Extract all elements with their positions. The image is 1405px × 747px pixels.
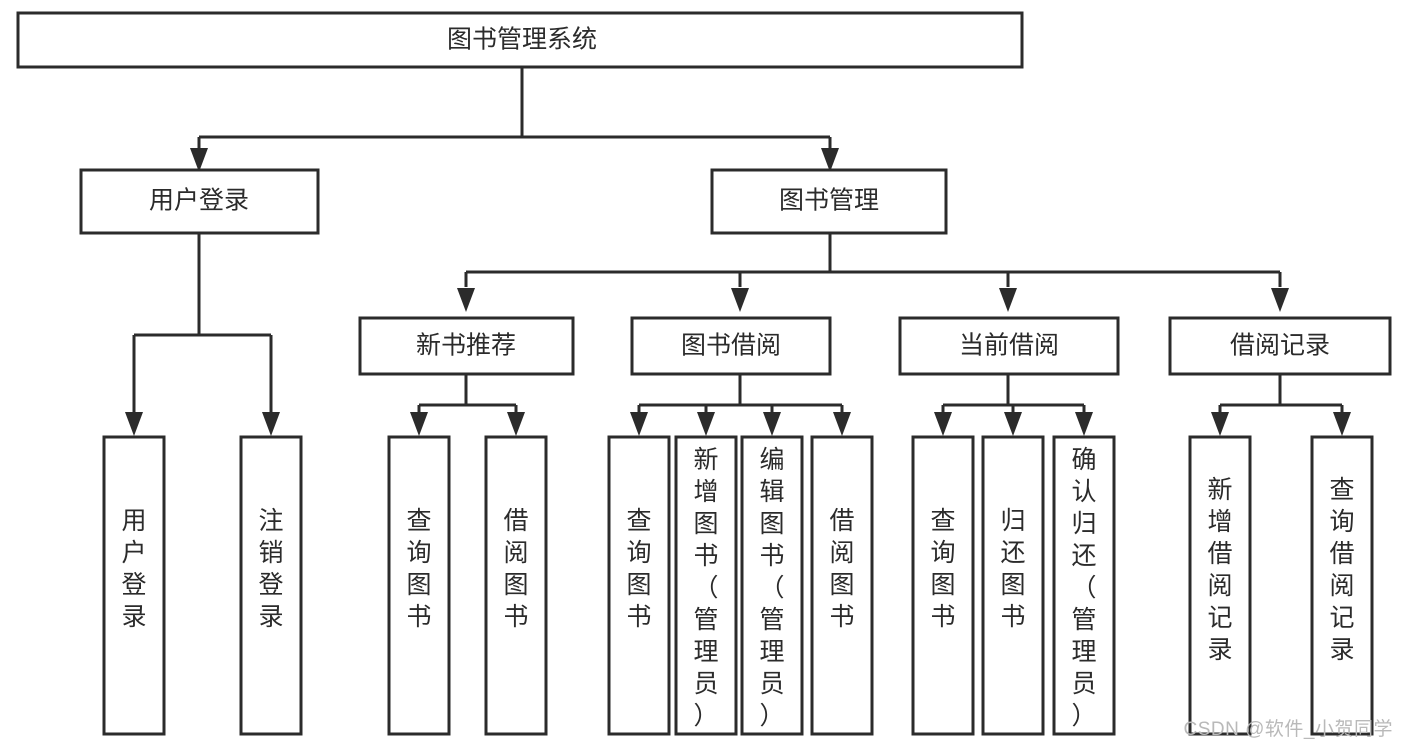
node-book-manage[interactable]: 图书管理	[710, 168, 948, 235]
node-l-query-borrow-record-box[interactable]	[1310, 435, 1374, 736]
connector-group-borrow-record	[1211, 374, 1351, 436]
arrow-to-borrow-book-2-icon	[833, 412, 851, 436]
node-l-add-book-admin-box[interactable]	[674, 435, 738, 736]
node-book-manage-label: 图书管理	[779, 187, 879, 215]
connector-group-book-borrow	[630, 374, 851, 436]
node-l-add-borrow-record-box[interactable]	[1188, 435, 1252, 736]
node-l-borrow-book-2-box[interactable]	[810, 435, 874, 736]
node-l-query-book-1-label: 查询图书	[406, 507, 431, 631]
node-l-query-book-3-box[interactable]	[911, 435, 975, 736]
node-l-query-book-3-label: 查询图书	[930, 507, 955, 631]
connector-group-new-book-rec	[410, 374, 525, 436]
arrow-to-edit-book-admin-icon	[763, 412, 781, 436]
node-l-user-login-label: 用户登录	[121, 507, 146, 631]
node-l-add-book-admin[interactable]: 新增图书（管理员）	[674, 435, 738, 736]
node-user-login-box[interactable]	[79, 168, 320, 235]
node-l-borrow-book-1[interactable]: 借阅图书	[484, 435, 548, 736]
node-l-query-book-2[interactable]: 查询图书	[607, 435, 671, 736]
node-book-borrow[interactable]: 图书借阅	[630, 316, 832, 376]
arrow-to-borrow-book-1-icon	[507, 412, 525, 436]
connector-group-book-manage	[457, 233, 1289, 312]
node-l-logout-login-label: 注销登录	[258, 507, 283, 631]
node-root-box[interactable]	[16, 11, 1024, 69]
arrow-to-confirm-return-admin-icon	[1075, 412, 1093, 436]
node-l-return-book-label: 归还图书	[1000, 507, 1025, 631]
node-l-query-borrow-record-label: 查询借阅记录	[1329, 476, 1354, 664]
node-borrow-record-label: 借阅记录	[1230, 332, 1330, 360]
arrow-root-to-book-manage-icon	[821, 148, 839, 172]
node-l-query-book-1-box[interactable]	[387, 435, 451, 736]
node-l-query-book-3[interactable]: 查询图书	[911, 435, 975, 736]
arrow-to-add-book-admin-icon	[697, 412, 715, 436]
node-l-borrow-book-1-label: 借阅图书	[503, 507, 528, 631]
arrow-to-query-book-3-icon	[934, 412, 952, 436]
arrow-to-return-book-icon	[1004, 412, 1022, 436]
arrow-to-new-book-rec-icon	[457, 288, 475, 312]
node-user-login[interactable]: 用户登录	[79, 168, 320, 235]
connector-group-root	[190, 67, 839, 172]
connector-group-current-borrow	[934, 374, 1093, 436]
node-l-add-borrow-record[interactable]: 新增借阅记录	[1188, 435, 1252, 736]
node-l-edit-book-admin-label: 编辑图书（管理员）	[759, 446, 784, 730]
node-book-borrow-box[interactable]	[630, 316, 832, 376]
node-l-logout-login[interactable]: 注销登录	[239, 435, 303, 736]
node-l-confirm-return-admin-box[interactable]	[1052, 435, 1116, 736]
node-l-return-book[interactable]: 归还图书	[981, 435, 1045, 736]
arrow-to-current-borrow-icon	[999, 288, 1017, 312]
node-root[interactable]: 图书管理系统	[16, 11, 1024, 69]
node-book-manage-box[interactable]	[710, 168, 948, 235]
arrow-to-book-borrow-icon	[731, 288, 749, 312]
arrow-to-add-borrow-record-icon	[1211, 412, 1229, 436]
node-l-query-borrow-record[interactable]: 查询借阅记录	[1310, 435, 1374, 736]
node-l-return-book-box[interactable]	[981, 435, 1045, 736]
node-l-query-book-1[interactable]: 查询图书	[387, 435, 451, 736]
arrow-to-query-book-2-icon	[630, 412, 648, 436]
arrow-to-borrow-record-icon	[1271, 288, 1289, 312]
arrow-to-user-login-leaf-icon	[125, 412, 143, 436]
arrow-root-to-user-login-icon	[190, 148, 208, 172]
arrow-to-query-borrow-record-icon	[1333, 412, 1351, 436]
node-l-edit-book-admin[interactable]: 编辑图书（管理员）	[740, 435, 804, 736]
node-new-book-rec[interactable]: 新书推荐	[358, 316, 575, 376]
node-current-borrow-label: 当前借阅	[959, 332, 1059, 360]
arrow-to-query-book-1-icon	[410, 412, 428, 436]
node-l-query-book-2-box[interactable]	[607, 435, 671, 736]
node-l-borrow-book-2[interactable]: 借阅图书	[810, 435, 874, 736]
node-user-login-label: 用户登录	[149, 187, 249, 215]
node-l-user-login[interactable]: 用户登录	[102, 435, 166, 736]
node-l-borrow-book-2-label: 借阅图书	[829, 507, 854, 631]
node-l-user-login-box[interactable]	[102, 435, 166, 736]
node-current-borrow[interactable]: 当前借阅	[898, 316, 1120, 376]
arrow-to-logout-login-leaf-icon	[262, 412, 280, 436]
node-l-add-book-admin-label: 新增图书（管理员）	[693, 446, 718, 730]
node-new-book-rec-box[interactable]	[358, 316, 575, 376]
node-l-logout-login-box[interactable]	[239, 435, 303, 736]
node-borrow-record[interactable]: 借阅记录	[1168, 316, 1392, 376]
node-current-borrow-box[interactable]	[898, 316, 1120, 376]
node-book-borrow-label: 图书借阅	[681, 332, 781, 360]
node-l-edit-book-admin-box[interactable]	[740, 435, 804, 736]
node-l-query-book-2-label: 查询图书	[626, 507, 651, 631]
node-borrow-record-box[interactable]	[1168, 316, 1392, 376]
node-l-add-borrow-record-label: 新增借阅记录	[1207, 476, 1232, 664]
connector-group-user-login	[125, 233, 280, 436]
node-root-label: 图书管理系统	[447, 26, 597, 54]
node-new-book-rec-label: 新书推荐	[416, 332, 516, 360]
node-l-borrow-book-1-box[interactable]	[484, 435, 548, 736]
node-l-confirm-return-admin-label: 确认归还（管理员）	[1071, 446, 1096, 730]
node-l-confirm-return-admin[interactable]: 确认归还（管理员）	[1052, 435, 1116, 736]
